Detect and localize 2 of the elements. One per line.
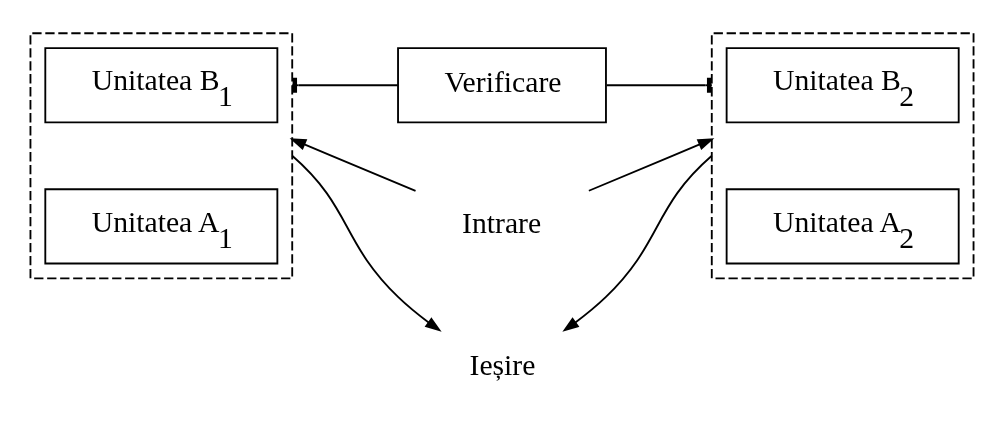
node-text: Intrare — [462, 207, 542, 240]
node-text: Ieșire — [469, 348, 536, 381]
